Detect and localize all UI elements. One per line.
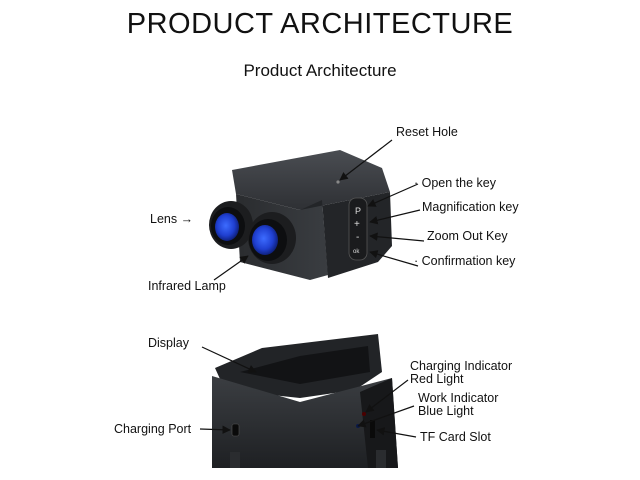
label-work-indicator-line1: Work Indicator: [418, 391, 499, 405]
label-tf-card-slot: TF Card Slot: [420, 430, 491, 444]
arrow-reset-hole: [339, 139, 393, 181]
button-panel: [348, 197, 368, 261]
arrow-display: [201, 346, 257, 373]
tf-card-slot-opening: [370, 420, 375, 438]
device-lower-side: [360, 378, 398, 468]
callout-arrows: [199, 139, 425, 438]
label-lens: Lens →: [150, 212, 194, 226]
night-vision-device-top: P + - ok: [209, 150, 392, 280]
arrow-magnification-key: [369, 209, 421, 225]
button-p-label[interactable]: P: [355, 206, 361, 216]
label-charging-indicator-line1: Charging Indicator: [410, 359, 513, 373]
label-magnification-key: Magnification key: [422, 200, 519, 214]
page-title: PRODUCT ARCHITECTURE: [126, 8, 514, 40]
arrow-confirmation-key: [369, 250, 419, 267]
arrow-tf-card-slot: [376, 427, 417, 438]
display-hood-inner: [240, 346, 370, 384]
arrow-open-key: [367, 183, 419, 207]
night-vision-device-bottom: [212, 334, 398, 468]
charging-indicator-led: [362, 412, 366, 416]
stand-leg-left: [230, 452, 240, 468]
stand-leg-right: [376, 450, 386, 468]
button-minus-label[interactable]: -: [356, 232, 359, 243]
label-infrared-lamp: Infrared Lamp: [148, 279, 226, 293]
label-display: Display: [148, 336, 189, 350]
arrow-charging-port: [199, 425, 231, 434]
charging-port-slot: [231, 423, 240, 437]
label-reset-hole: Reset Hole: [396, 125, 458, 139]
label-charging-indicator-line2: Red Light: [410, 372, 464, 386]
device-side-face: [300, 192, 392, 278]
device-top-face: [232, 150, 390, 210]
reset-hole: [336, 180, 340, 184]
label-open-key: · Open the key: [414, 176, 496, 190]
button-ok-label[interactable]: ok: [353, 249, 360, 255]
label-zoom-out-key: Zoom Out Key: [427, 229, 508, 243]
left-lens: [209, 201, 253, 249]
label-charging-port: Charging Port: [114, 422, 192, 436]
button-plus-label[interactable]: +: [354, 219, 360, 230]
arrow-work-indicator: [357, 405, 415, 428]
device-lower-body: [212, 376, 398, 468]
label-work-indicator-line2: Blue Light: [418, 404, 474, 418]
right-lens: [248, 212, 296, 264]
label-confirmation-key: · Confirmation key: [414, 254, 516, 268]
page-subtitle: Product Architecture: [243, 61, 397, 80]
arrow-zoom-out-key: [369, 232, 425, 242]
arrow-charging-indicator: [365, 379, 409, 413]
arrow-infrared-lamp: [213, 255, 249, 281]
